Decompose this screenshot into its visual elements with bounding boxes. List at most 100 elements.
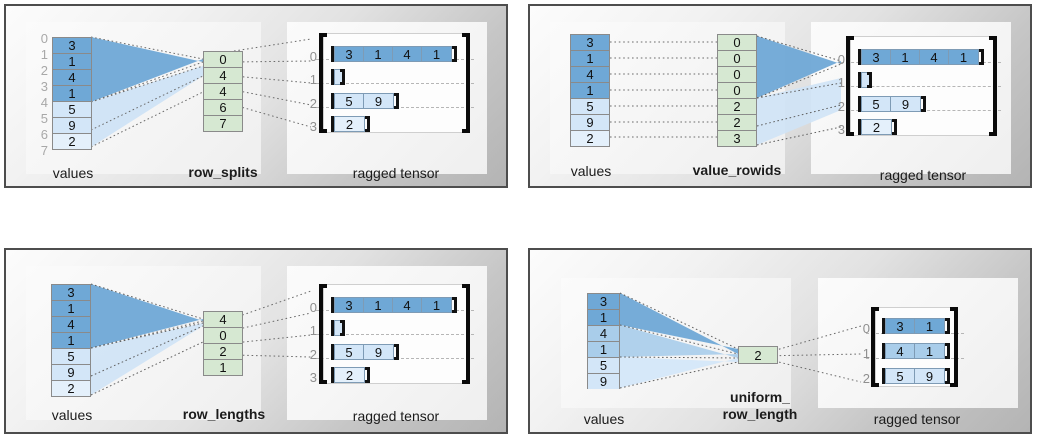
value-rowids-cell: 0 — [718, 83, 756, 99]
values-cell: 3 — [52, 285, 90, 301]
row-bracket-left — [331, 367, 336, 383]
uniform-row-length-label-line1: uniform_ — [730, 389, 790, 405]
tensor-outer-bracket-right — [462, 284, 470, 384]
uniform-row-length-label-line2: row_length — [722, 406, 798, 422]
row-lengths-cell: 1 — [204, 360, 242, 375]
row-bracket-right — [340, 320, 345, 336]
row-bracket-left — [331, 320, 336, 336]
ragged-row-cells: 4 1 — [885, 343, 945, 359]
ragged-cell: 3 — [862, 50, 891, 65]
values-cell: 4 — [53, 70, 91, 86]
ragged-cell: 5 — [886, 369, 915, 384]
values-cell: 1 — [52, 301, 90, 317]
value-rowids-cell: 2 — [718, 115, 756, 131]
values-index-0: 0 — [40, 31, 48, 46]
row-bracket-left — [331, 344, 336, 360]
ragged-cell: 1 — [915, 319, 944, 334]
ragged-row-index: 3 — [837, 122, 845, 137]
row-splits-cell: 0 — [204, 52, 242, 68]
value-rowids-cell: 3 — [718, 131, 756, 146]
tensor-outer-bracket-right — [462, 33, 470, 133]
ragged-cell: 9 — [891, 97, 920, 112]
ragged-cell-empty — [335, 70, 343, 84]
tensor-outer-bracket-left — [319, 33, 327, 133]
row-bracket-left — [882, 318, 887, 334]
row-bracket-left — [331, 116, 336, 132]
row-bracket-right — [365, 116, 370, 132]
ragged-cell: 1 — [422, 47, 451, 62]
row-bracket-right — [365, 367, 370, 383]
row-bracket-right — [867, 72, 872, 88]
values-cell: 1 — [53, 86, 91, 102]
row-bracket-left — [331, 69, 336, 85]
ragged-row-cells: 3 1 — [885, 318, 945, 334]
values-column: 3 1 4 1 5 9 — [587, 293, 620, 389]
tensor-outer-bracket-left — [846, 36, 854, 136]
ragged-row-cells: 3 1 4 1 — [334, 46, 452, 62]
ragged-cell: 5 — [862, 97, 891, 112]
ragged-row-cells: 5 9 — [334, 344, 394, 360]
row-bracket-right — [340, 69, 345, 85]
ragged-row-separator — [316, 334, 474, 335]
values-cell: 2 — [571, 131, 609, 146]
values-label: values — [52, 165, 94, 181]
row-bracket-right — [394, 93, 399, 109]
ragged-row-index: 1 — [837, 75, 845, 90]
row-bracket-left — [858, 72, 863, 88]
row-lengths-cell: 0 — [204, 328, 242, 344]
row-bracket-left — [331, 93, 336, 109]
values-index-5: 5 — [40, 111, 48, 126]
ragged-row-index: 2 — [862, 371, 870, 386]
ragged-row-separator — [841, 86, 1001, 87]
values-label: values — [570, 163, 612, 179]
row-lengths-column: 4 0 2 1 — [203, 311, 243, 376]
values-cell: 1 — [571, 83, 609, 99]
row-bracket-right — [945, 343, 950, 359]
row-bracket-left — [331, 297, 336, 313]
ragged-cell-empty — [335, 321, 343, 335]
row-lengths-cell: 4 — [204, 312, 242, 328]
tensor-outer-bracket-left — [319, 284, 327, 384]
values-index-7: 7 — [40, 143, 48, 158]
values-cell: 4 — [588, 326, 619, 342]
values-cell: 9 — [571, 115, 609, 131]
ragged-cell: 1 — [915, 344, 944, 359]
values-index-6: 6 — [40, 127, 48, 142]
ragged-row-separator — [316, 83, 474, 84]
tensor-outer-bracket-right — [989, 36, 997, 136]
ragged-row-index: 2 — [309, 347, 317, 362]
values-column: 3 1 4 1 5 9 2 — [570, 34, 610, 147]
ragged-row-index: 2 — [309, 96, 317, 111]
row-bracket-right — [394, 344, 399, 360]
values-cell: 5 — [571, 99, 609, 115]
ragged-row-cells: 3 1 4 1 — [861, 49, 979, 65]
row-bracket-left — [858, 96, 863, 112]
ragged-row-cells: 3 1 4 1 — [334, 297, 452, 313]
panel-row-splits: 0 1 2 3 4 5 6 7 3 1 4 1 5 9 2 values 0 4… — [4, 4, 508, 188]
row-splits-column: 0 4 4 6 7 — [203, 51, 243, 132]
row-bracket-right — [921, 96, 926, 112]
row-splits-label: row_splits — [188, 164, 258, 180]
ragged-cell: 5 — [335, 345, 364, 360]
ragged-cell: 9 — [364, 94, 393, 109]
ragged-row-index: 0 — [862, 321, 870, 336]
values-cell: 4 — [571, 67, 609, 83]
ragged-cell: 1 — [949, 50, 978, 65]
values-cell: 2 — [53, 134, 91, 149]
row-splits-cell: 4 — [204, 84, 242, 100]
ragged-cell: 5 — [335, 94, 364, 109]
values-cell: 2 — [52, 381, 90, 396]
row-bracket-right — [452, 46, 457, 62]
row-bracket-right — [945, 368, 950, 384]
ragged-cell: 9 — [915, 369, 944, 384]
value-rowids-cell: 2 — [718, 99, 756, 115]
ragged-cell: 1 — [364, 47, 393, 62]
ragged-cell: 1 — [891, 50, 920, 65]
ragged-cell: 3 — [335, 47, 364, 62]
panel-uniform-row-length: 3 1 4 1 5 9 values 2 uniform_ row_length… — [528, 248, 1032, 434]
ragged-cell: 4 — [886, 344, 915, 359]
row-splits-cell: 7 — [204, 116, 242, 131]
value-rowids-cell: 0 — [718, 67, 756, 83]
values-index-3: 3 — [40, 79, 48, 94]
value-rowids-label: value_rowids — [692, 162, 782, 178]
